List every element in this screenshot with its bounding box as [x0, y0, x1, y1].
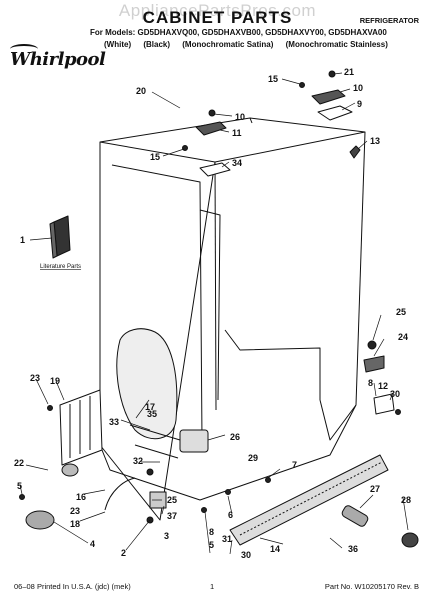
callout-21: 21: [344, 67, 354, 77]
callout-15a: 15: [268, 74, 278, 84]
callout-37: 37: [167, 511, 177, 521]
callout-31: 31: [222, 534, 232, 544]
page-title: CABINET PARTS: [142, 8, 293, 27]
literature-booklet: [49, 215, 71, 259]
callout-8a: 8: [368, 378, 373, 388]
callout-26: 26: [230, 432, 240, 442]
callout-13: 13: [370, 136, 380, 146]
rear-grille: [47, 389, 103, 466]
callout-5b: 5: [209, 540, 214, 550]
callout-29: 29: [248, 453, 258, 463]
callout-15b: 15: [150, 152, 160, 162]
callout-25a: 25: [396, 307, 406, 317]
callout-5a: 5: [17, 481, 22, 491]
color-variants: (White) (Black) (Monochromatic Satina) (…: [104, 40, 398, 49]
callout-30a: 30: [390, 389, 400, 399]
right-hinge-bracket: [363, 340, 401, 415]
model-list: For Models: GD5DHAXVQ00, GD5DHAXVB00, GD…: [90, 28, 387, 37]
callout-6: 6: [228, 510, 233, 520]
callout-23b: 23: [70, 506, 80, 516]
callout-34: 34: [232, 158, 242, 168]
variant-black: (Black): [143, 40, 171, 49]
callout-16: 16: [76, 492, 86, 502]
print-info: 06–08 Printed In U.S.A. (jdc) (mek): [14, 582, 131, 591]
callout-24: 24: [398, 332, 408, 342]
part-number: Part No. W10205170 Rev. B: [324, 582, 419, 591]
variant-stainless: (Monochromatic Stainless): [285, 40, 388, 49]
cabinet-shell: [99, 117, 366, 521]
callout-20: 20: [136, 86, 146, 96]
callout-9: 9: [357, 99, 362, 109]
callout-3a: 3: [164, 531, 169, 541]
callout-10b: 10: [235, 112, 245, 122]
callout-28: 28: [401, 495, 411, 505]
appliance-category: REFRIGERATOR: [359, 16, 419, 25]
callout-30b: 30: [241, 550, 251, 560]
callout-7: 7: [292, 460, 297, 470]
variant-white: (White): [104, 40, 132, 49]
callout-labels: 20 15 21 10 9 10 11 13 15 34 1 25 24 17 …: [14, 67, 411, 560]
toe-grille: [229, 454, 389, 546]
callout-4: 4: [90, 539, 95, 549]
variant-satina: (Monochromatic Satina): [182, 40, 274, 49]
callout-10a: 10: [353, 83, 363, 93]
callout-17: 17: [145, 402, 155, 412]
brand-logo: Whirlpool: [10, 49, 106, 70]
callout-35: 35: [147, 409, 157, 419]
leader-lines: [19, 72, 409, 555]
rear-insulation-panel: [116, 328, 178, 440]
callout-27: 27: [370, 484, 380, 494]
small-fasteners: [19, 477, 271, 524]
watermark: AppliancePartsPros.com: [118, 1, 317, 20]
callout-8b: 8: [209, 527, 214, 537]
callout-32: 32: [133, 456, 143, 466]
brand-swoosh-icon: [10, 44, 38, 54]
callout-18: 18: [70, 519, 80, 529]
literature-parts-label: Literature Parts: [40, 264, 81, 270]
callout-36: 36: [348, 544, 358, 554]
callout-1: 1: [20, 235, 25, 245]
callout-19: 19: [50, 376, 60, 386]
callout-12: 12: [378, 381, 388, 391]
callout-23a: 23: [30, 373, 40, 383]
fan-motor: [25, 463, 79, 530]
callout-2: 2: [121, 548, 126, 558]
callout-14: 14: [270, 544, 280, 554]
top-hinge-right: [299, 70, 361, 159]
page-number: 1: [210, 582, 215, 591]
callout-25b: 25: [167, 495, 177, 505]
callout-33: 33: [109, 417, 119, 427]
callout-11: 11: [232, 128, 242, 138]
callout-22: 22: [14, 458, 24, 468]
leveling-roller: [341, 505, 419, 548]
